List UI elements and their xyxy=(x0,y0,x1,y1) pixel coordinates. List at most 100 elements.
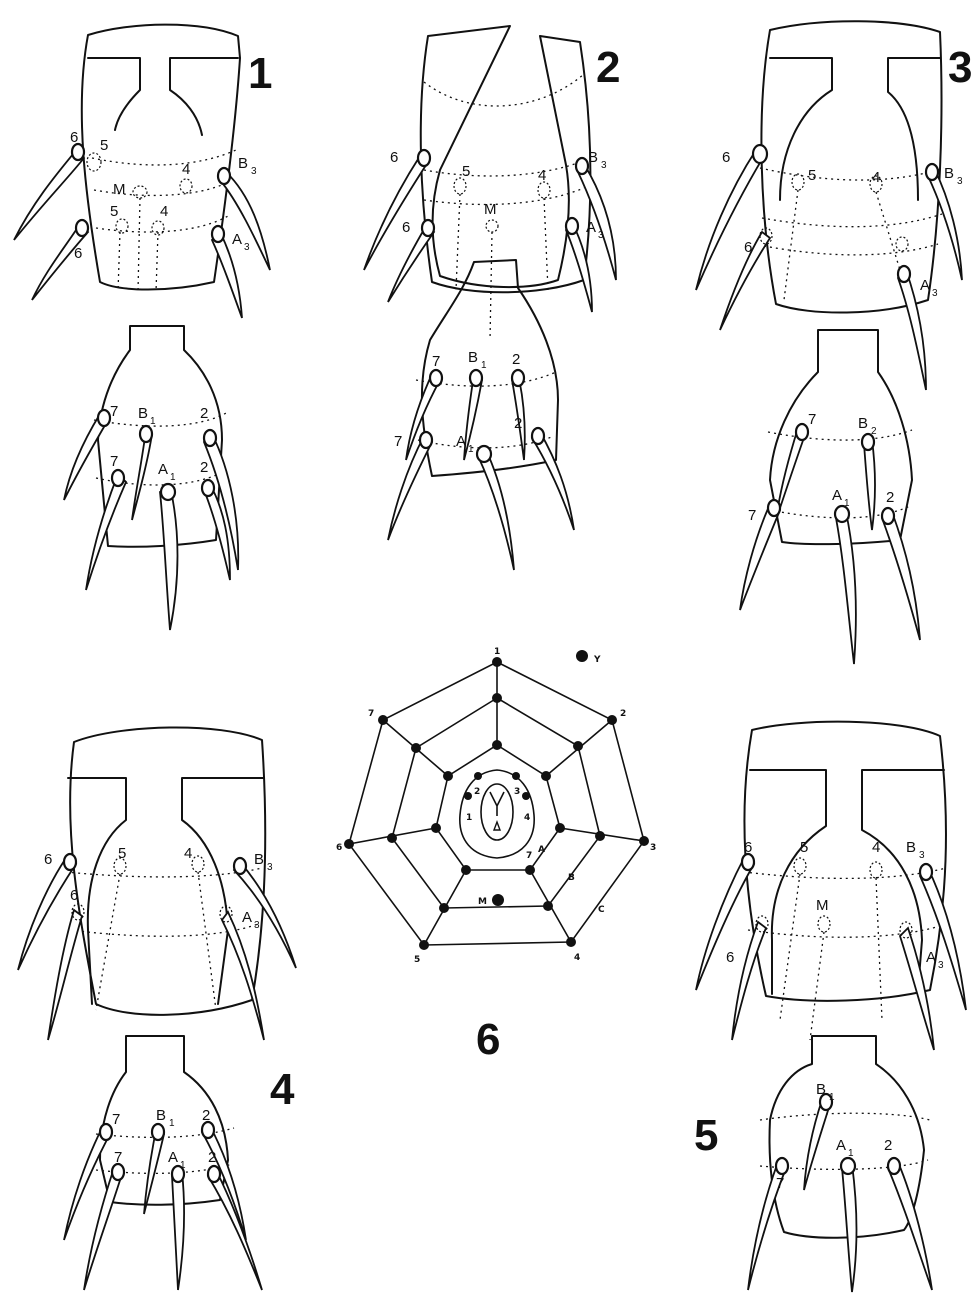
fig1-label-m: M xyxy=(113,181,126,198)
fig5-label-6b: 6 xyxy=(726,949,734,966)
fig1-label-b3: B xyxy=(238,155,248,172)
figure-3-number: 3 xyxy=(948,43,972,92)
fig4-label-7: 7 xyxy=(112,1111,120,1128)
fig1-label-6: 6 xyxy=(70,129,78,146)
fig1-label-b1: B xyxy=(138,405,148,422)
fig5-sub-b3: 3 xyxy=(919,850,925,861)
figure-6: 6 xyxy=(336,647,656,1064)
fig1-label-2b: 2 xyxy=(200,459,208,476)
fig1-sub-a1: 1 xyxy=(170,472,176,483)
fig4-label-6: 6 xyxy=(44,851,52,868)
fig4-label-7b: 7 xyxy=(114,1149,122,1166)
fig4-label-a3: A xyxy=(242,909,252,926)
figure-5: 5 6 5 4 B 3 M 6 A 3 B xyxy=(694,722,966,1292)
figure-3: 3 6 5 4 B 3 6 A 3 xyxy=(696,21,972,664)
fig1-label-4b: 4 xyxy=(160,203,168,220)
fig6-label-3: 3 xyxy=(650,843,656,853)
fig3-label-2: 2 xyxy=(886,489,894,506)
fig6-label-5: 5 xyxy=(414,955,420,965)
fig6-label-ring-b: B xyxy=(568,873,575,883)
fig3-label-7b: 7 xyxy=(748,507,756,524)
fig5-sub-a1: 1 xyxy=(848,1148,854,1159)
fig4-label-6b: 6 xyxy=(70,887,78,904)
figure-1: 1 6 5 M 5 4 4 B 3 A 3 6 xyxy=(14,25,272,630)
fig3-sub-b2: 2 xyxy=(871,426,877,437)
fig3-sub-b3: 3 xyxy=(957,176,963,187)
fig1-neck xyxy=(88,58,238,135)
fig4-sub-a1: 1 xyxy=(180,1160,186,1171)
fig2-label-b1: B xyxy=(468,349,478,366)
fig4-label-b3: B xyxy=(254,851,264,868)
fig4-sub-b3: 3 xyxy=(267,862,273,873)
fig1-sub-b3: 3 xyxy=(251,166,257,177)
fig3-label-5: 5 xyxy=(808,167,816,184)
fig6-label-6: 6 xyxy=(336,843,342,853)
fig3-label-6: 6 xyxy=(722,149,730,166)
fig2-label-4: 4 xyxy=(538,167,546,184)
figure-1-number: 1 xyxy=(248,49,272,98)
fig5-label-4: 4 xyxy=(872,839,880,856)
figure-5-number: 5 xyxy=(694,1111,718,1160)
fig4-label-2: 2 xyxy=(202,1107,210,1124)
fig1-label-6b: 6 xyxy=(74,245,82,262)
fig5-label-2: 2 xyxy=(884,1137,892,1154)
fig6-label-inner-1: 1 xyxy=(466,813,472,823)
fig3-label-a3: A xyxy=(920,277,930,294)
fig2-upper-segment xyxy=(421,26,591,292)
fig4-sub-b1: 1 xyxy=(169,1118,175,1129)
fig3-sub-a1: 1 xyxy=(844,498,850,509)
fig6-label-m: M xyxy=(478,897,487,907)
fig4-label-4: 4 xyxy=(184,845,192,862)
fig2-label-2b: 2 xyxy=(514,415,522,432)
fig2-label-7b: 7 xyxy=(394,433,402,450)
figure-4-number: 4 xyxy=(270,1065,295,1114)
fig5-label-m: M xyxy=(816,897,829,914)
fig4-label-5: 5 xyxy=(118,845,126,862)
fig6-label-inner-3: 3 xyxy=(514,787,520,797)
fig4-sub-a3: 3 xyxy=(254,920,260,931)
fig5-sub-a3: 3 xyxy=(938,960,944,971)
fig2-label-m: M xyxy=(484,201,497,218)
fig3-label-b2: B xyxy=(858,415,868,432)
fig5-sub-b1: 1 xyxy=(829,1092,835,1103)
fig1-label-5: 5 xyxy=(100,137,108,154)
fig6-label-ring-c: C xyxy=(598,905,605,915)
fig2-sub-b1: 1 xyxy=(481,360,487,371)
fig1-label-7: 7 xyxy=(110,403,118,420)
fig2-label-5: 5 xyxy=(462,163,470,180)
fig5-label-b1: B xyxy=(816,1081,826,1098)
fig5-label-a3: A xyxy=(926,949,936,966)
figure-2: 2 6 5 4 B 3 6 M A 3 xyxy=(364,26,620,570)
fig1-label-4: 4 xyxy=(182,161,190,178)
fig6-label-7: 7 xyxy=(368,709,374,719)
fig2-label-6b: 6 xyxy=(402,219,410,236)
fig2-label-a3: A xyxy=(586,219,596,236)
fig6-label-ring-a: A xyxy=(538,845,545,855)
fig4-label-a1: A xyxy=(168,1149,178,1166)
fig2-label-2: 2 xyxy=(512,351,520,368)
fig1-label-a3: A xyxy=(232,231,242,248)
fig3-label-6b: 6 xyxy=(744,239,752,256)
fig6-label-2: 2 xyxy=(620,709,626,719)
fig1-sub-b1: 1 xyxy=(150,416,156,427)
fig3-label-7: 7 xyxy=(808,411,816,428)
fig3-label-b3: B xyxy=(944,165,954,182)
fig1-sub-a3: 3 xyxy=(244,242,250,253)
fig5-label-6: 6 xyxy=(744,839,752,856)
figure-2-number: 2 xyxy=(596,43,620,92)
fig3-neck xyxy=(770,58,940,200)
fig6-label-4: 4 xyxy=(574,953,580,963)
fig3-label-a1: A xyxy=(832,487,842,504)
fig2-label-6: 6 xyxy=(390,149,398,166)
fig6-label-inner-2: 2 xyxy=(474,787,480,797)
fig3-label-4: 4 xyxy=(872,169,880,186)
fig4-label-2b: 2 xyxy=(208,1149,216,1166)
fig5-label-7: 7 xyxy=(776,1175,784,1192)
fig2-sub-a1: 1 xyxy=(468,444,474,455)
fig4-label-b1: B xyxy=(156,1107,166,1124)
fig5-label-b3: B xyxy=(906,839,916,856)
fig1-label-a1: A xyxy=(158,461,168,478)
fig4-neck xyxy=(68,778,264,1004)
fig2-sub-b3: 3 xyxy=(601,160,607,171)
